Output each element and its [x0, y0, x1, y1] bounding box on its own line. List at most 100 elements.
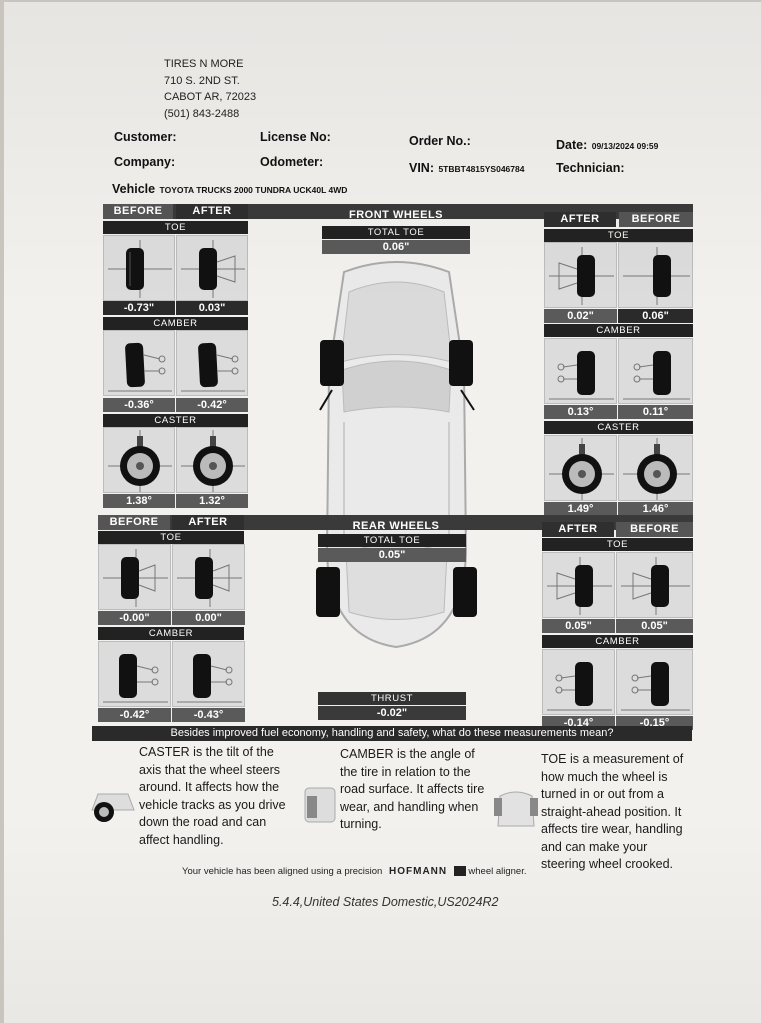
front-right-caster-before-value: 1.46° [618, 502, 693, 516]
wheel-caster-icon [181, 430, 245, 492]
rear-left-toe-label: TOE [98, 531, 244, 544]
toe-line: turned in or out from a [541, 787, 664, 801]
rear-total-toe-label: TOTAL TOE [318, 534, 466, 547]
company-label: Company: [114, 155, 176, 169]
tire-toe-icon [549, 247, 614, 305]
front-right-toe-before-cell [618, 242, 693, 308]
front-right-caster-after-cell [544, 435, 617, 501]
rear-left-camber-before-value: -0.42° [98, 708, 171, 722]
vin-label: VIN: [409, 161, 434, 175]
shop-address: TIRES N MORE 710 S. 2ND ST. CABOT AR, 72… [164, 56, 256, 122]
front-right-toe-after-value: 0.02" [544, 309, 617, 323]
wheel-caster-icon [549, 438, 614, 500]
caster-line: affect handling. [139, 832, 224, 847]
toe-line: TOE is a measurement of [541, 752, 684, 766]
thrust-label: THRUST [318, 692, 466, 705]
order-label: Order No.: [409, 134, 471, 148]
car-top-view-icon [316, 261, 477, 649]
camber-line: the tire in relation to the [340, 764, 471, 779]
toe-line: straight-ahead position. It [541, 804, 682, 819]
aligner-suffix: wheel aligner. [468, 866, 527, 877]
thrust-value: -0.02" [318, 706, 466, 720]
caster-line: axis that the wheel steers [139, 762, 281, 777]
odometer-label: Odometer: [260, 155, 324, 169]
tire-camber-icon [549, 351, 614, 400]
camber-explanation: CAMBER is the angle of the tire in relat… [340, 746, 484, 834]
technician-label: Technician: [556, 161, 625, 175]
rear-left-toe-after-value: 0.00" [172, 611, 245, 625]
customer-label: Customer: [114, 130, 177, 144]
front-right-toe-label: TOE [544, 229, 693, 242]
front-left-toe-before-cell [103, 235, 175, 301]
tire-toe-icon [181, 240, 245, 298]
tire-toe-icon [547, 557, 612, 615]
rear-wheels-title: REAR WHEELS [352, 520, 440, 532]
caster-line: down the road and can [139, 815, 267, 829]
camber-line: wear, and handling when [340, 799, 479, 814]
caster-line: CASTER is the tilt of the [139, 745, 274, 759]
aligner-statement: Your vehicle has been aligned using a pr… [182, 866, 527, 877]
wheel-caster-icon [108, 430, 172, 492]
rear-right-toe-after-cell [542, 552, 615, 618]
front-right-before-label: BEFORE [619, 212, 693, 227]
front-right-camber-label: CAMBER [544, 324, 693, 337]
rear-left-toe-after-cell [172, 544, 245, 610]
caster-explain-icon [91, 793, 135, 822]
tire-camber-icon [623, 351, 690, 400]
wheel-caster-icon [623, 438, 690, 500]
aligner-prefix: Your vehicle has been aligned using a pr… [182, 866, 383, 877]
front-left-before-label: BEFORE [103, 204, 173, 219]
front-left-toe-before-value: -0.73" [103, 301, 175, 315]
hofmann-logo-icon [453, 866, 466, 877]
rear-right-toe-after-value: 0.05" [542, 619, 615, 633]
rear-left-camber-after-cell [172, 641, 245, 707]
front-total-toe-value: 0.06" [322, 240, 470, 254]
license-label: License No: [260, 130, 331, 144]
toe-line: affects tire wear, handling [541, 822, 683, 836]
front-left-after-label: AFTER [176, 204, 248, 219]
rear-left-camber-before-cell [98, 641, 171, 707]
front-total-toe-label: TOTAL TOE [322, 226, 470, 239]
front-left-camber-before-cell [103, 330, 175, 396]
toe-explanation: TOE is a measurement of how much the whe… [541, 751, 683, 874]
rear-right-camber-before-cell [616, 649, 693, 715]
camber-line: road surface. It affects tire [340, 782, 485, 796]
front-right-after-label: AFTER [544, 212, 616, 227]
rear-left-before-label: BEFORE [98, 515, 170, 530]
vin-value: 5TBBT4815YS046784 [438, 164, 525, 174]
tire-toe-icon [103, 549, 168, 607]
tire-toe-icon [621, 557, 690, 615]
tire-toe-icon [108, 240, 172, 298]
front-left-caster-after-value: 1.32° [176, 494, 248, 508]
rear-left-toe-before-cell [98, 544, 171, 610]
rear-right-toe-label: TOE [542, 538, 693, 551]
tire-camber-icon [547, 662, 612, 711]
tire-camber-icon [621, 662, 690, 711]
front-right-camber-before-cell [618, 338, 693, 404]
rear-total-toe-value: 0.05" [318, 548, 466, 562]
date-field: Date: 09/13/2024 09:59 [556, 136, 658, 154]
tire-camber-icon [177, 654, 242, 703]
front-left-caster-label: CASTER [103, 414, 248, 427]
front-right-caster-label: CASTER [544, 421, 693, 434]
rear-right-before-label: BEFORE [616, 522, 693, 537]
front-wheels-title: FRONT WHEELS [349, 209, 443, 221]
toe-explain-icon [494, 791, 538, 827]
front-left-toe-label: TOE [103, 221, 248, 234]
toe-line: and can make your [541, 839, 648, 854]
front-right-camber-after-cell [544, 338, 617, 404]
toe-line: steering wheel crooked. [541, 857, 674, 871]
alignment-report-sheet: { "shop": { "name": "TIRES N MORE", "add… [4, 2, 761, 1023]
date-label: Date: [556, 138, 588, 152]
tire-toe-icon [623, 247, 690, 305]
camber-explain-icon [304, 787, 336, 823]
vin-field: VIN: 5TBBT4815YS046784 [409, 159, 524, 177]
vehicle-value: TOYOTA TRUCKS 2000 TUNDRA UCK40L 4WD [159, 185, 348, 195]
camber-line: turning. [340, 817, 382, 831]
vehicle-label: Vehicle [112, 182, 156, 196]
caster-line: around. It affects how the [139, 780, 280, 794]
hofmann-logo: HOFMANN [389, 866, 448, 877]
rear-left-toe-before-value: -0.00" [98, 611, 171, 625]
rear-right-camber-label: CAMBER [542, 635, 693, 648]
front-left-camber-after-value: -0.42° [176, 398, 248, 412]
